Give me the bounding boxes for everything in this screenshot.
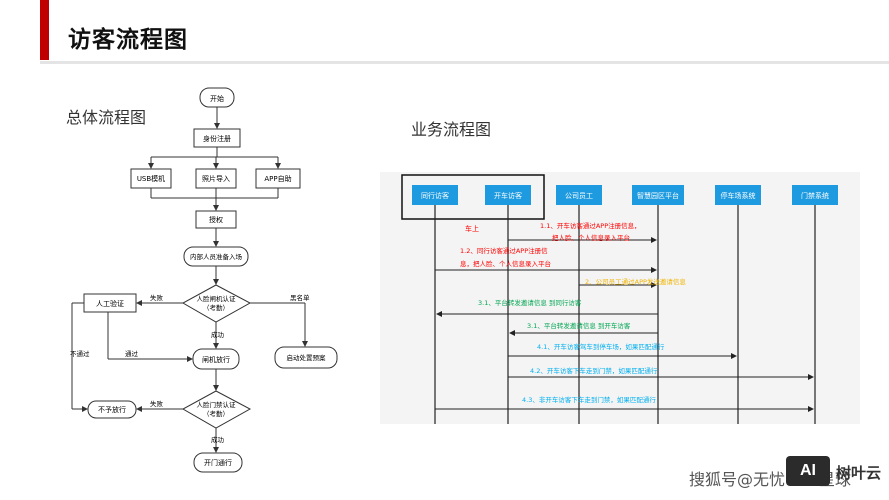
node-usb: USB模机 bbox=[130, 168, 172, 189]
logo-badge: AI bbox=[786, 456, 830, 486]
lane-parking: 停车场系统 bbox=[715, 185, 761, 424]
node-register: 身份注册 bbox=[193, 128, 241, 148]
svg-text:照片导入: 照片导入 bbox=[202, 174, 230, 183]
message-1: 1.1、开车访客通过APP注册信息， 把人脸、个人信息录入平台 bbox=[508, 221, 657, 243]
svg-text:停车场系统: 停车场系统 bbox=[721, 191, 756, 200]
edge-label-success2: 成功 bbox=[211, 435, 225, 444]
svg-text:（考勤）: （考勤） bbox=[203, 303, 229, 312]
edge-label-blacklist: 黑名单 bbox=[290, 293, 310, 302]
svg-text:不予放行: 不予放行 bbox=[98, 405, 126, 414]
visitor-group-box bbox=[401, 174, 545, 220]
svg-text:公司员工: 公司员工 bbox=[565, 192, 593, 200]
edge-label-pass: 通过 bbox=[125, 349, 139, 358]
node-door-check: 人脸门禁认证 （考勤） bbox=[181, 390, 252, 429]
message-4: 3.1、平台转发邀请信息 到同行访客 bbox=[436, 298, 658, 317]
message-6: 4.1、开车访客驾车到停车场，如果匹配通行 bbox=[508, 342, 737, 359]
svg-text:4.3、非开车访客下车走到门禁，如果匹配通行: 4.3、非开车访客下车走到门禁，如果匹配通行 bbox=[522, 395, 656, 404]
node-start: 开始 bbox=[199, 87, 235, 108]
lane-access: 门禁系统 bbox=[792, 185, 838, 424]
car-note: 车上 bbox=[465, 224, 479, 233]
svg-text:智慧园区平台: 智慧园区平台 bbox=[637, 191, 679, 200]
svg-text:内部人员准备入场: 内部人员准备入场 bbox=[190, 252, 243, 261]
node-prepare: 内部人员准备入场 bbox=[183, 246, 249, 267]
svg-text:2、公司员工通过APP发送邀请信息: 2、公司员工通过APP发送邀请信息 bbox=[585, 277, 686, 286]
svg-text:开车访客: 开车访客 bbox=[494, 191, 522, 200]
svg-text:USB模机: USB模机 bbox=[137, 174, 165, 183]
node-photo: 照片导入 bbox=[195, 168, 237, 189]
message-5: 3.1、平台转发邀请信息 到开车访客 bbox=[509, 321, 658, 336]
node-manual: 人工验证 bbox=[83, 293, 137, 313]
svg-text:APP自助: APP自助 bbox=[264, 174, 291, 183]
node-gate-check: 人脸闸机认证 （考勤） bbox=[181, 284, 252, 323]
svg-text:闸机放行: 闸机放行 bbox=[202, 355, 230, 364]
svg-text:1.2、同行访客通过APP注册信: 1.2、同行访客通过APP注册信 bbox=[460, 246, 548, 255]
message-7: 4.2、开车访客下车走到门禁，如果匹配通行 bbox=[508, 366, 814, 380]
svg-text:把人脸、个人信息录入平台: 把人脸、个人信息录入平台 bbox=[552, 233, 630, 242]
node-authorize: 授权 bbox=[195, 210, 237, 229]
svg-text:1.1、开车访客通过APP注册信息，: 1.1、开车访客通过APP注册信息， bbox=[540, 221, 641, 230]
svg-text:授权: 授权 bbox=[209, 215, 223, 224]
overall-flow-label: 总体流程图 bbox=[66, 108, 147, 127]
message-3: 2、公司员工通过APP发送邀请信息 bbox=[579, 277, 686, 288]
node-gate-pass: 闸机放行 bbox=[192, 348, 240, 370]
svg-text:4.1、开车访客驾车到停车场，如果匹配通行: 4.1、开车访客驾车到停车场，如果匹配通行 bbox=[537, 342, 665, 351]
svg-text:同行访客: 同行访客 bbox=[421, 191, 449, 200]
svg-text:（考勤）: （考勤） bbox=[203, 409, 229, 418]
node-door-open: 开门通行 bbox=[193, 452, 243, 473]
title-accent-bar bbox=[40, 0, 49, 60]
node-app: APP自助 bbox=[255, 168, 301, 189]
edge-label-success1: 成功 bbox=[211, 330, 225, 339]
business-flow-label: 业务流程图 bbox=[411, 120, 492, 139]
sequence-background bbox=[380, 172, 860, 424]
logo-caption: 树叶云 bbox=[836, 464, 882, 482]
edge-label-fail1: 失败 bbox=[150, 293, 164, 302]
node-auto-plan: 启动处置预案 bbox=[274, 346, 338, 369]
svg-text:门禁系统: 门禁系统 bbox=[801, 191, 829, 200]
node-deny: 不予放行 bbox=[87, 400, 137, 419]
svg-text:人脸闸机认证: 人脸闸机认证 bbox=[197, 294, 237, 303]
svg-text:启动处置预案: 启动处置预案 bbox=[287, 353, 327, 362]
svg-text:4.2、开车访客下车走到门禁，如果匹配通行: 4.2、开车访客下车走到门禁，如果匹配通行 bbox=[530, 366, 658, 375]
svg-text:息，把人脸、个人信息录入平台: 息，把人脸、个人信息录入平台 bbox=[460, 259, 551, 268]
svg-text:人工验证: 人工验证 bbox=[96, 299, 124, 308]
page-title: 访客流程图 bbox=[68, 27, 188, 53]
svg-text:3.1、平台转发邀请信息 到同行访客: 3.1、平台转发邀请信息 到同行访客 bbox=[478, 298, 582, 307]
svg-text:开门通行: 开门通行 bbox=[204, 458, 232, 467]
lane-visitor: 同行访客 bbox=[412, 185, 458, 424]
svg-text:开始: 开始 bbox=[210, 94, 224, 103]
svg-text:3.1、平台转发邀请信息 到开车访客: 3.1、平台转发邀请信息 到开车访客 bbox=[527, 321, 631, 330]
message-8: 4.3、非开车访客下车走到门禁，如果匹配通行 bbox=[435, 395, 814, 412]
edge-label-fail2: 失败 bbox=[150, 399, 164, 408]
svg-text:身份注册: 身份注册 bbox=[203, 134, 231, 143]
title-divider bbox=[40, 61, 889, 64]
svg-text:人脸门禁认证: 人脸门禁认证 bbox=[197, 400, 237, 409]
edge-label-no-pass: 不通过 bbox=[70, 349, 90, 358]
